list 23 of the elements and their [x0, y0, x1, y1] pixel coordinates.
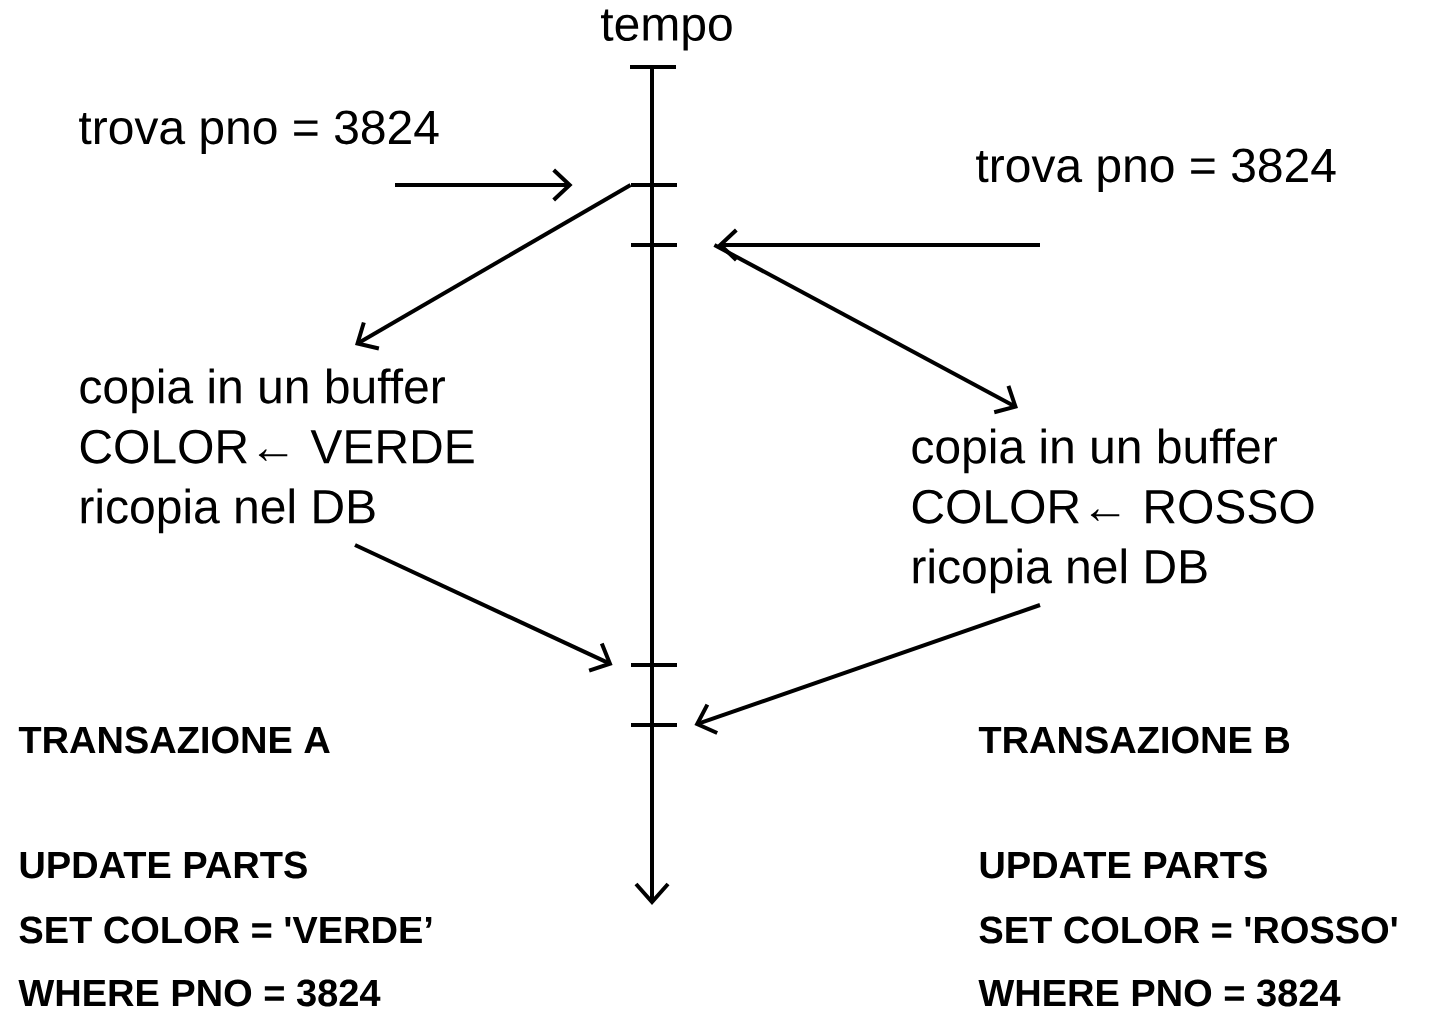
sql-line: WHERE PNO = 3824	[978, 979, 1341, 1007]
tick-mark	[631, 723, 677, 727]
transaction-title: TRANSAZIONE B	[978, 726, 1290, 754]
tick-mark	[631, 663, 677, 667]
arrow	[694, 603, 1041, 735]
sql-line: SET COLOR = 'ROSSO'	[979, 916, 1397, 944]
tick-mark	[631, 243, 677, 247]
arrow	[713, 243, 1018, 415]
sql-line: WHERE PNO = 3824	[18, 979, 381, 1007]
sql-line: UPDATE PARTS	[980, 851, 1267, 879]
transaction-title: TRANSAZIONE A	[18, 726, 330, 754]
arrow	[354, 543, 613, 673]
step-text: trova pno = 3824	[79, 110, 439, 154]
arrow	[717, 228, 1040, 262]
arrow	[355, 183, 632, 351]
tick-mark	[631, 183, 677, 187]
sql-line: SET COLOR = 'VERDE’	[19, 916, 432, 944]
sql-line: UPDATE PARTS	[20, 851, 307, 879]
step-text: copia in un buffer COLOR← VERDE ricopia nel DB	[80, 368, 474, 534]
step-text: trova pno = 3824	[976, 148, 1336, 192]
step-text: copia in un buffer COLOR← ROSSO ricopia nel DB	[912, 428, 1314, 594]
arrow	[395, 168, 573, 202]
axis-label: tempo	[601, 9, 732, 51]
